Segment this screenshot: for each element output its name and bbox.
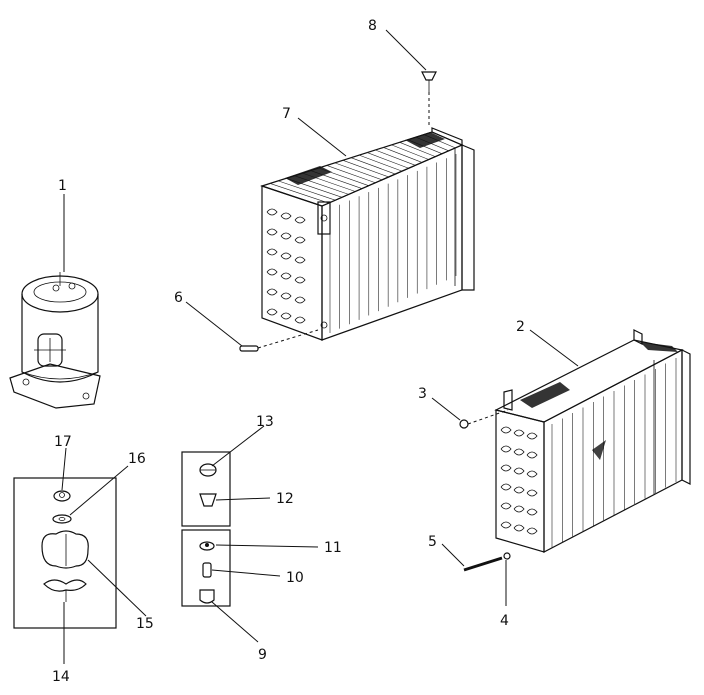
callout-12: 12 [276, 491, 294, 507]
callout-3: 3 [418, 386, 427, 402]
tube-bend [280, 292, 292, 300]
leader-lines [61, 29, 579, 664]
tube-bend [294, 276, 306, 284]
callout-6: 6 [174, 290, 183, 306]
tube-bend [513, 448, 525, 456]
rod-part-5 [463, 556, 503, 572]
tube-bend [294, 216, 306, 224]
screw-part-3 [459, 419, 469, 429]
tube-bend [513, 524, 525, 532]
tube-bend [280, 212, 292, 220]
coil-fin [399, 142, 436, 157]
coil-fin [334, 162, 383, 181]
tube-bend [280, 232, 292, 240]
tube-bend [266, 228, 278, 236]
tube-bend [266, 288, 278, 296]
pin-part-6 [239, 345, 259, 352]
tube-bend [266, 308, 278, 316]
callout-15: 15 [136, 616, 154, 632]
tube-bend [526, 470, 538, 478]
tube-bend [266, 268, 278, 276]
tube-bend [513, 429, 525, 437]
grommet-kit-panel [13, 477, 117, 629]
callout-11: 11 [324, 540, 342, 556]
tube-bend [500, 445, 512, 453]
callout-13: 13 [256, 414, 274, 430]
tube-bend [294, 316, 306, 324]
coil-fin [278, 180, 336, 201]
tube-bend [513, 505, 525, 513]
callout-numbers: 1 2 3 4 5 6 7 8 9 10 11 12 13 14 15 16 1… [52, 18, 525, 685]
callout-7: 7 [282, 106, 291, 122]
tube-bend [280, 312, 292, 320]
tube-bend [500, 426, 512, 434]
coil-fin [391, 144, 429, 160]
tube-bend [526, 508, 538, 516]
tube-bend [513, 486, 525, 494]
tube-bend [526, 451, 538, 459]
tube-bend [500, 502, 512, 510]
coil-fin [375, 149, 416, 166]
tube-bend [526, 432, 538, 440]
callout-14: 14 [52, 669, 70, 685]
screw-part-8 [421, 71, 437, 92]
coil-fin [383, 147, 423, 163]
compressor [9, 272, 101, 409]
tube-bend [513, 467, 525, 475]
tube-bend [526, 489, 538, 497]
tube-bend [280, 252, 292, 260]
coil-fin [359, 154, 403, 172]
callout-8: 8 [368, 18, 377, 34]
callout-16: 16 [128, 451, 146, 467]
tube-bend [500, 521, 512, 529]
fastener-kit-panel [181, 451, 231, 607]
tube-bend [526, 527, 538, 535]
callout-9: 9 [258, 647, 267, 663]
callout-5: 5 [428, 534, 437, 550]
tube-bend [266, 248, 278, 256]
coil-fin [326, 165, 376, 184]
tube-bend [266, 208, 278, 216]
callout-2: 2 [516, 319, 525, 335]
callout-4: 4 [500, 613, 509, 629]
tube-bend [294, 256, 306, 264]
lower-coil-assembly [494, 329, 691, 553]
tube-bend [500, 464, 512, 472]
coil-fin [367, 152, 409, 169]
screw-part-4 [503, 552, 511, 560]
tube-bend [294, 296, 306, 304]
coil-fin [342, 160, 389, 178]
callout-1: 1 [58, 178, 67, 194]
upper-coil-assembly [260, 127, 475, 341]
callout-10: 10 [286, 570, 304, 586]
tube-bend [280, 272, 292, 280]
tube-bend [294, 236, 306, 244]
coil-fin [269, 183, 329, 204]
callout-17: 17 [54, 434, 72, 450]
coil-fin [350, 157, 396, 175]
tube-bend [500, 483, 512, 491]
